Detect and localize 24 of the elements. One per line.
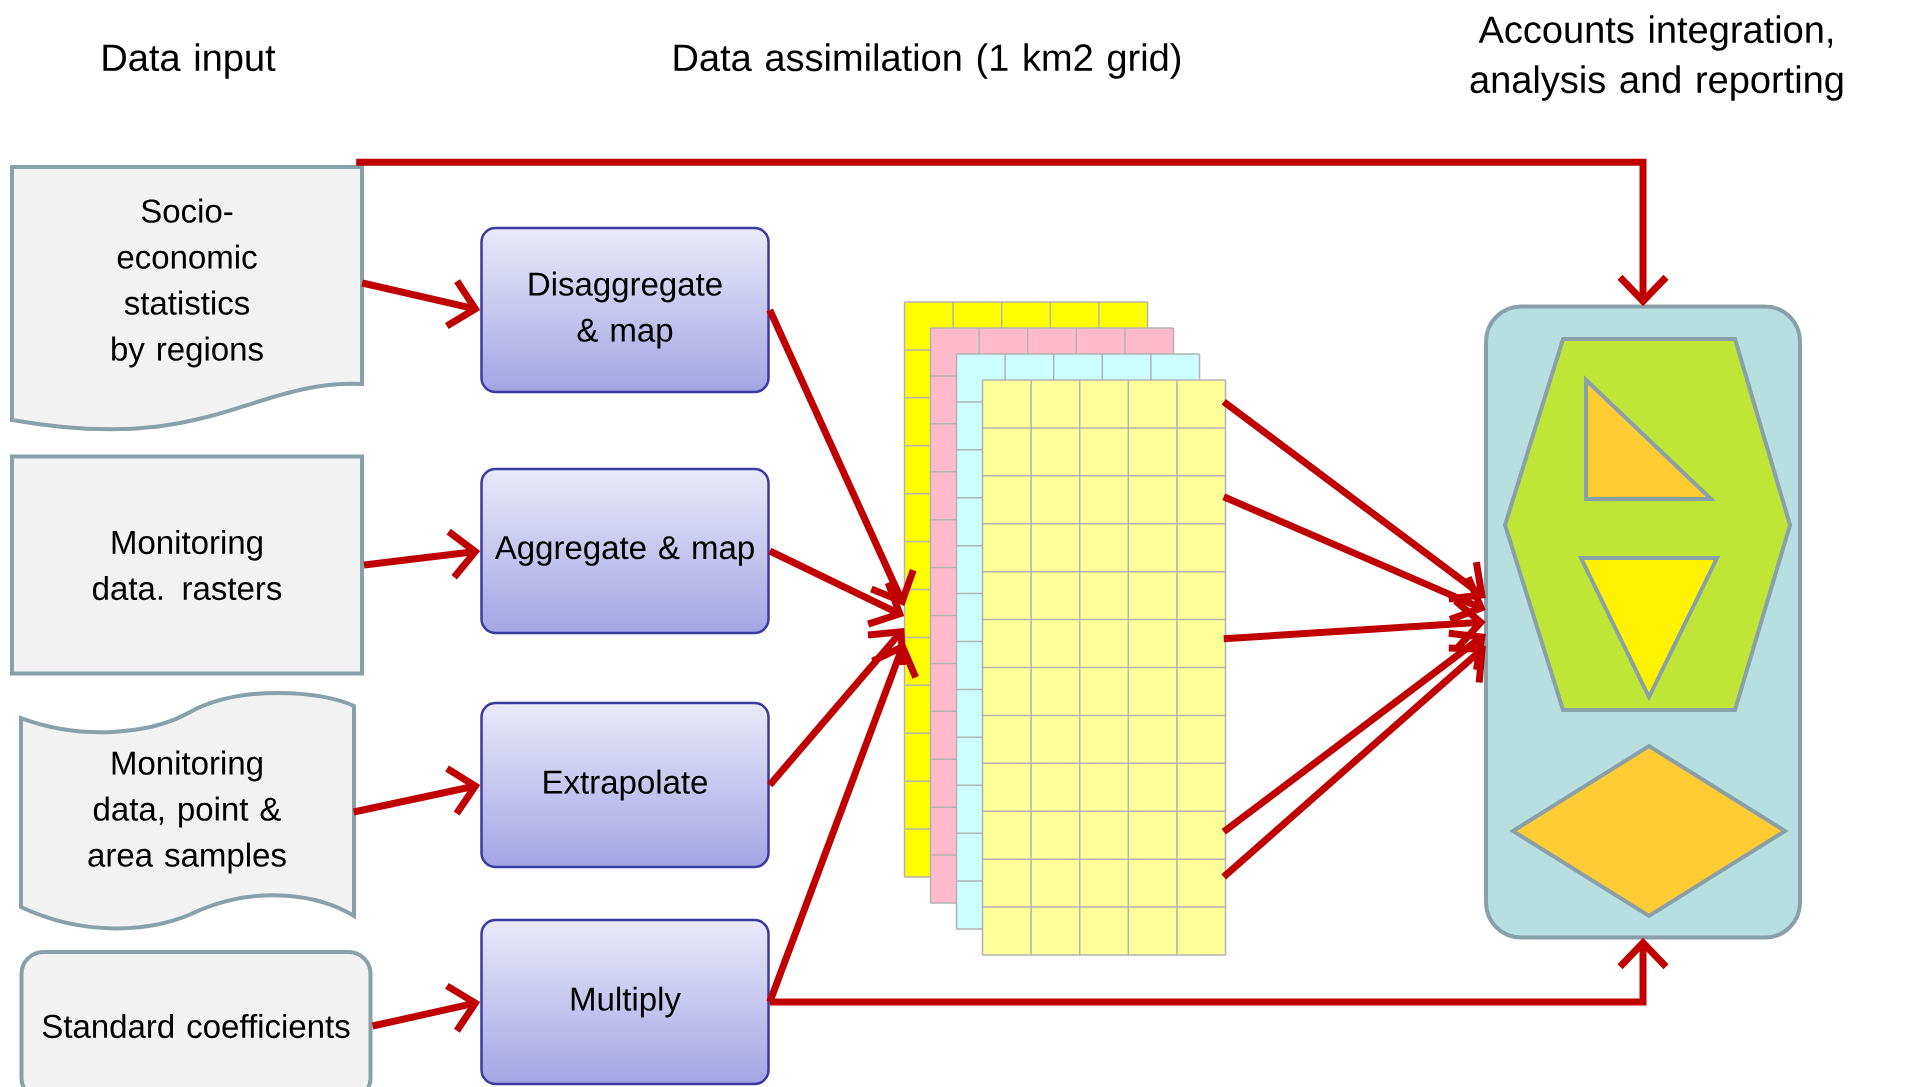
process-box: Multiply [480, 918, 770, 1086]
process-box: Disaggregate & map [480, 226, 770, 394]
arrow [1221, 629, 1486, 835]
column-heading: Data assimilation (1 km2 grid) [674, 43, 1181, 79]
arrow [1221, 399, 1486, 603]
arrow [769, 937, 1669, 1006]
arrow [363, 528, 481, 580]
column-heading: Data input [103, 43, 276, 79]
grid-stack-drawing [903, 301, 1227, 956]
panel-drawing [1484, 304, 1802, 940]
arrow [768, 547, 905, 628]
arrow [767, 628, 907, 788]
arrow [1222, 493, 1486, 623]
arrow [371, 982, 481, 1033]
arrow [361, 279, 481, 329]
arrow [352, 765, 481, 816]
input-box: Monitoring data. rasters [10, 454, 364, 676]
input-box: Standard coefficients [19, 950, 373, 1087]
arrow [1221, 644, 1486, 880]
process-box: Aggregate & map [480, 467, 770, 635]
arrow [766, 642, 919, 1004]
column-heading: Accounts integration, analysis and reporting [1470, 15, 1843, 101]
process-box: Extrapolate [480, 701, 770, 869]
arrow [766, 308, 917, 606]
